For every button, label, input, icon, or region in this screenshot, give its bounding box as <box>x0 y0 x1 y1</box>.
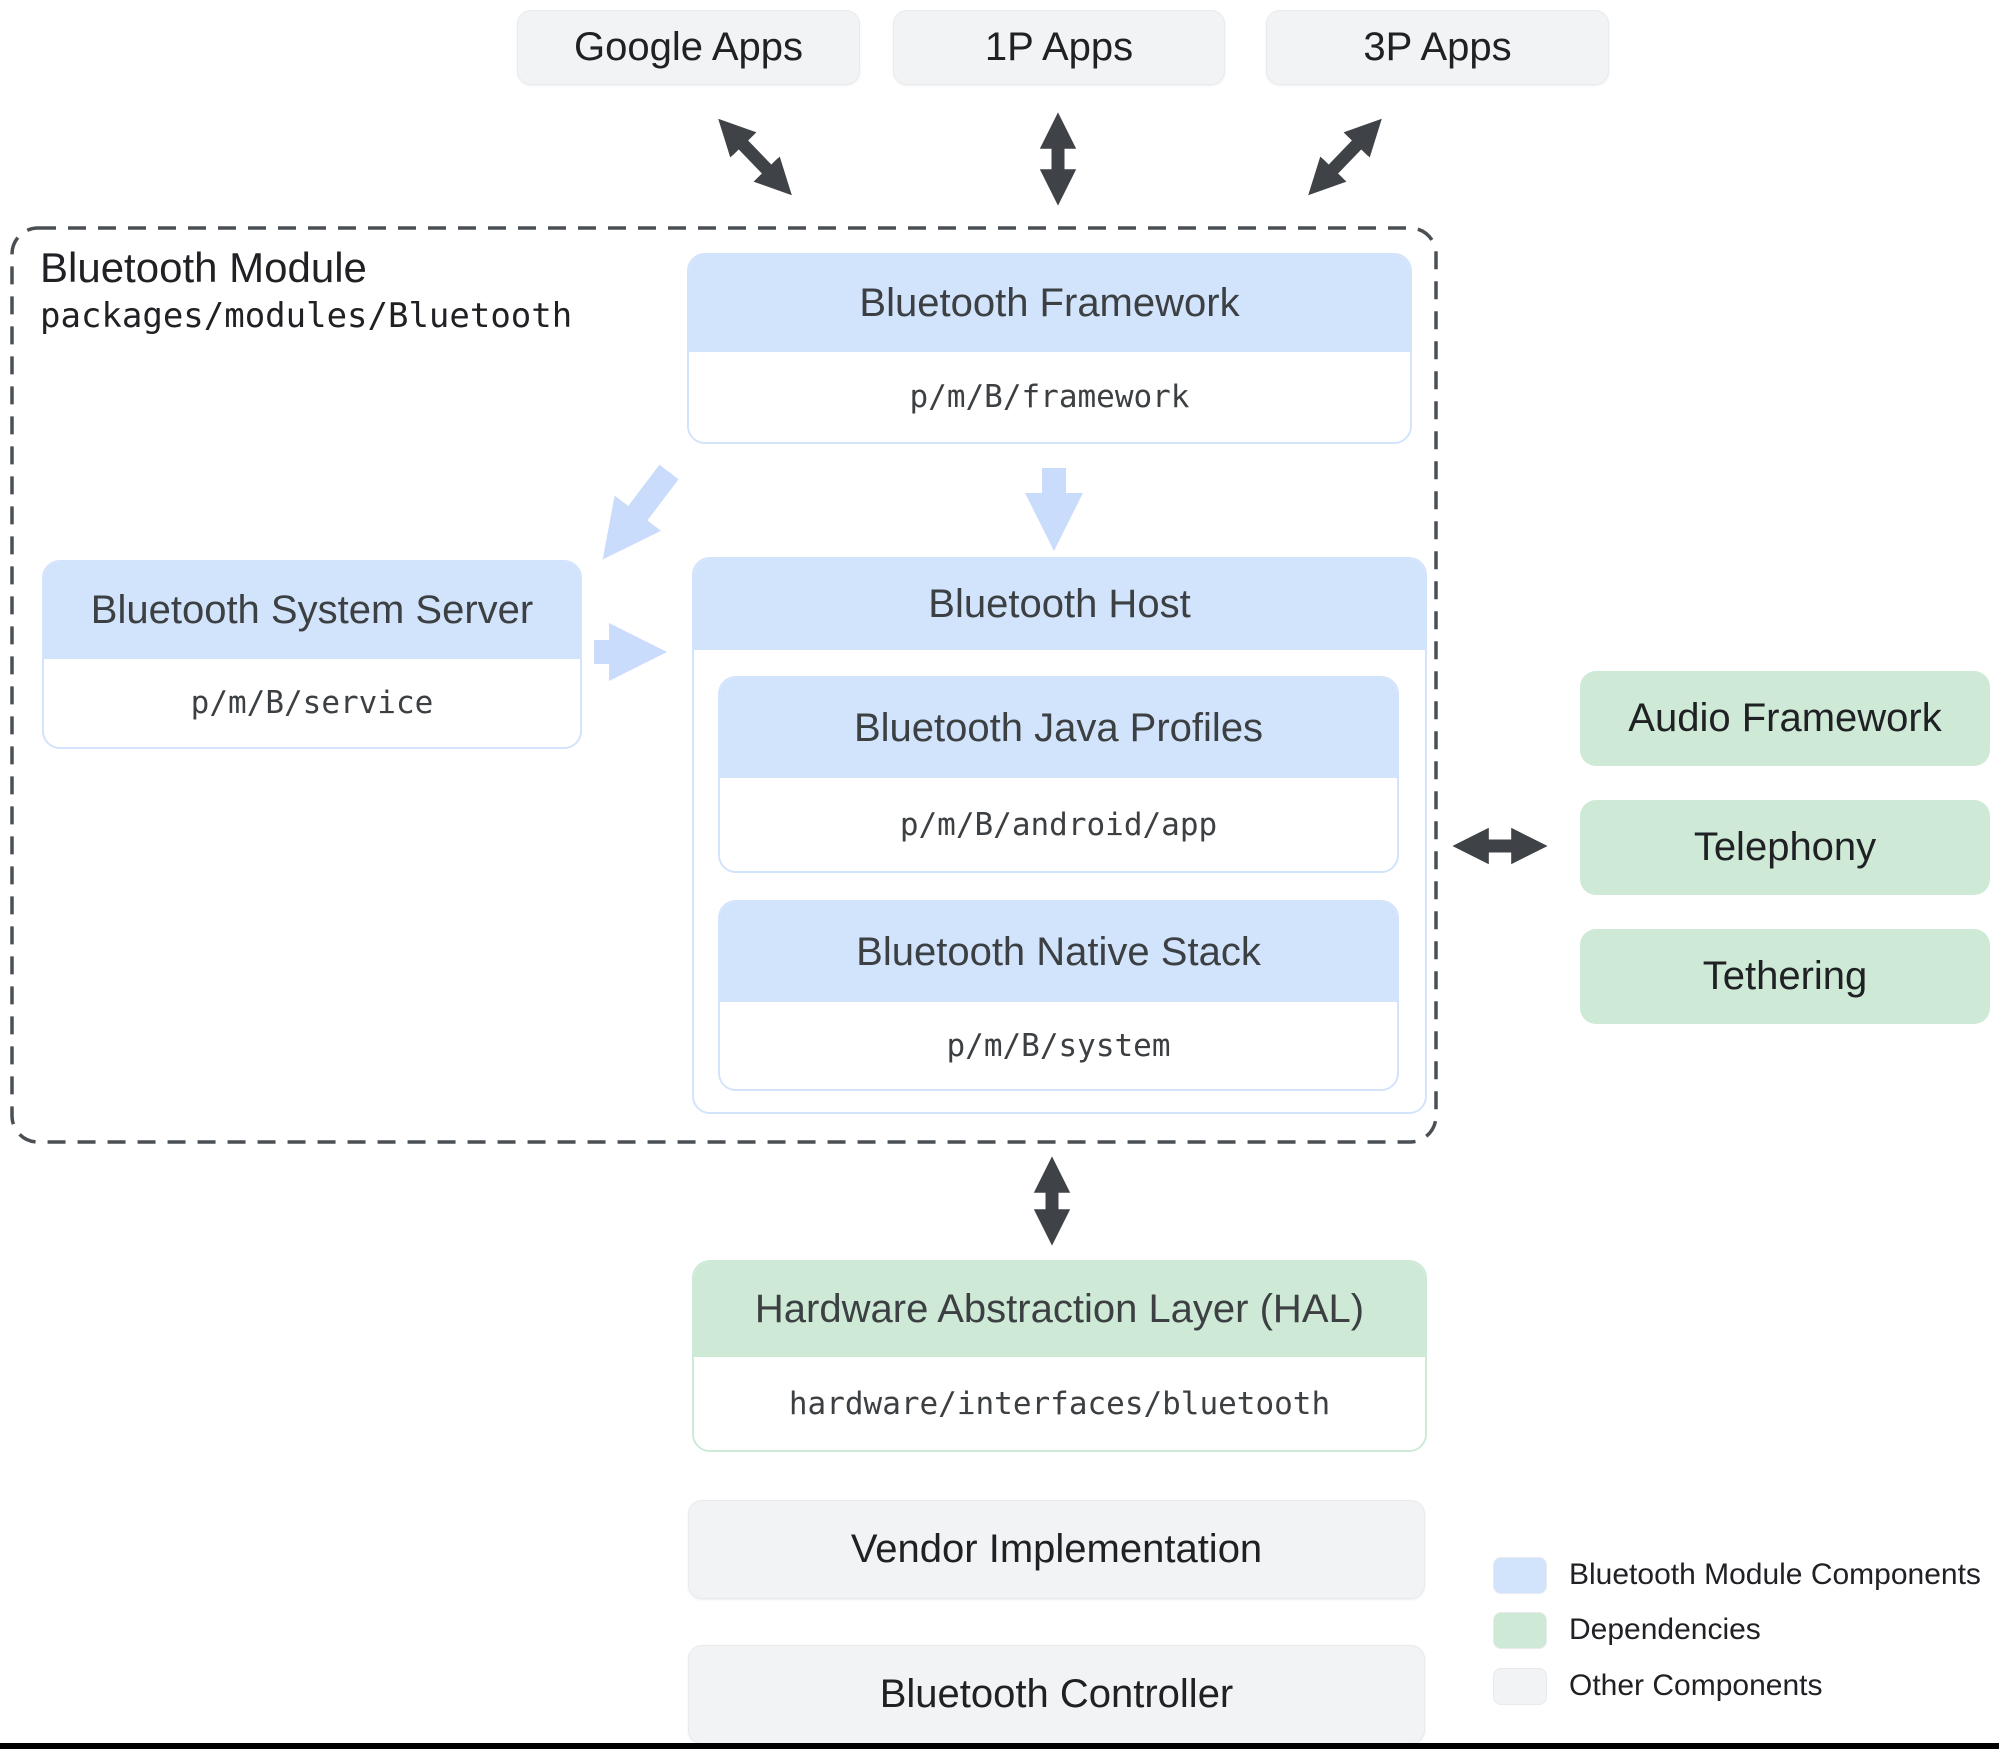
bluetooth-native-stack-title: Bluetooth Native Stack <box>720 902 1397 1002</box>
bluetooth-system-server-title: Bluetooth System Server <box>44 562 580 659</box>
third-party-apps-label: 3P Apps <box>1363 25 1512 69</box>
bluetooth-native-stack-card: Bluetooth Native Stack p/m/B/system <box>718 900 1399 1091</box>
hal-path: hardware/interfaces/bluetooth <box>694 1357 1425 1450</box>
arrow-system-server-to-host-icon <box>594 622 668 682</box>
bluetooth-module-dashed-border <box>10 226 1438 1144</box>
legend-label-module-components: Bluetooth Module Components <box>1569 1557 1981 1591</box>
telephony-label: Telephony <box>1693 825 1877 869</box>
double-arrow-module-hal-icon <box>1033 1156 1071 1246</box>
legend-label-other-components: Other Components <box>1569 1668 1823 1702</box>
tethering-label: Tethering <box>1702 954 1868 998</box>
audio-framework-box: Audio Framework <box>1580 671 1990 766</box>
google-apps-box: Google Apps <box>517 10 860 85</box>
bluetooth-system-server-card: Bluetooth System Server p/m/B/service <box>42 560 582 749</box>
hal-card: Hardware Abstraction Layer (HAL) hardwar… <box>692 1260 1427 1452</box>
bluetooth-module-path: packages/modules/Bluetooth <box>40 296 573 336</box>
google-apps-label: Google Apps <box>573 25 804 69</box>
bluetooth-framework-path: p/m/B/framework <box>689 352 1410 442</box>
bluetooth-java-profiles-card: Bluetooth Java Profiles p/m/B/android/ap… <box>718 676 1399 873</box>
vendor-implementation-box: Vendor Implementation <box>688 1500 1425 1599</box>
legend-swatch-module-components <box>1493 1557 1547 1594</box>
arrow-framework-to-system-server-icon <box>602 464 679 560</box>
bluetooth-host-title: Bluetooth Host <box>694 559 1425 650</box>
double-arrow-vertical-1p-apps-icon <box>1039 112 1077 206</box>
tethering-box: Tethering <box>1580 929 1990 1024</box>
vendor-implementation-label: Vendor Implementation <box>850 1527 1263 1571</box>
legend-label-dependencies: Dependencies <box>1569 1612 1761 1646</box>
double-arrow-diagonal-3p-apps-icon <box>1308 118 1382 196</box>
bluetooth-framework-title: Bluetooth Framework <box>689 255 1410 352</box>
first-party-apps-label: 1P Apps <box>984 25 1134 69</box>
third-party-apps-box: 3P Apps <box>1266 10 1609 85</box>
bluetooth-controller-label: Bluetooth Controller <box>879 1672 1234 1716</box>
bluetooth-system-server-path: p/m/B/service <box>44 659 580 747</box>
bluetooth-module-title: Bluetooth Module <box>40 244 367 291</box>
bluetooth-controller-box: Bluetooth Controller <box>688 1645 1425 1744</box>
legend-swatch-other-components <box>1493 1668 1547 1705</box>
first-party-apps-box: 1P Apps <box>893 10 1225 85</box>
arrow-framework-to-host-icon <box>1024 468 1084 552</box>
double-arrow-module-dependencies-icon <box>1452 827 1548 865</box>
hal-title: Hardware Abstraction Layer (HAL) <box>694 1262 1425 1357</box>
bluetooth-native-stack-path: p/m/B/system <box>720 1002 1397 1089</box>
bluetooth-java-profiles-title: Bluetooth Java Profiles <box>720 678 1397 778</box>
telephony-box: Telephony <box>1580 800 1990 895</box>
audio-framework-label: Audio Framework <box>1628 696 1942 740</box>
bluetooth-framework-card: Bluetooth Framework p/m/B/framework <box>687 253 1412 444</box>
screenshot-bottom-edge <box>0 1743 1999 1749</box>
double-arrow-diagonal-google-apps-icon <box>718 118 792 196</box>
bluetooth-java-profiles-path: p/m/B/android/app <box>720 778 1397 871</box>
legend-swatch-dependencies <box>1493 1612 1547 1649</box>
